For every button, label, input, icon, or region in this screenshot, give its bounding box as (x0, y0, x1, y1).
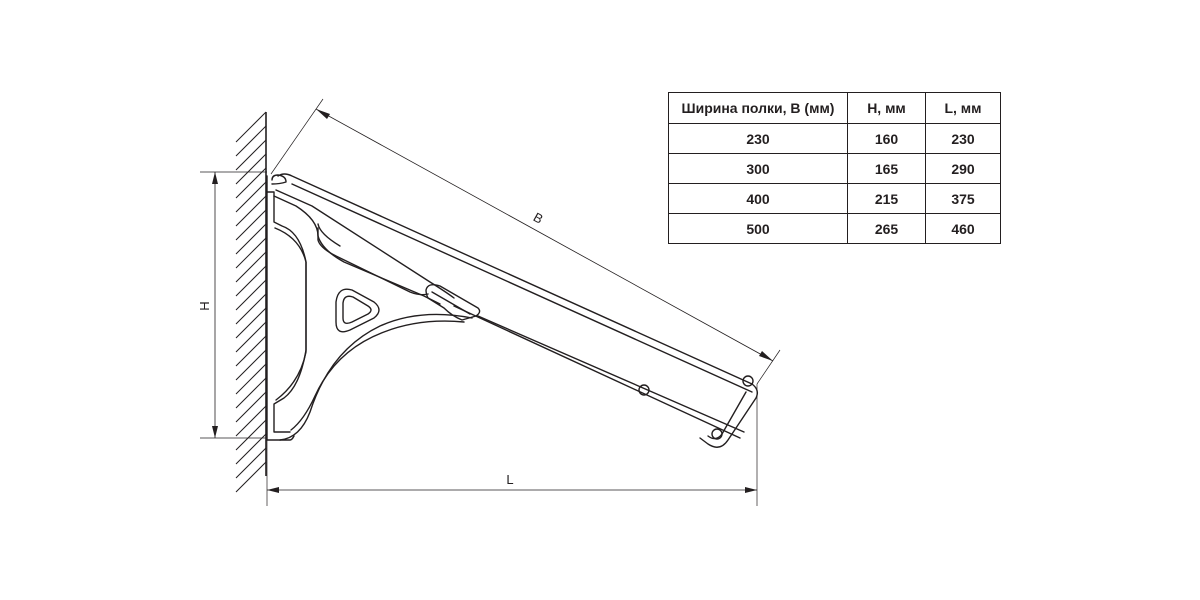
hatch-line (235, 139, 267, 171)
wall-hatching (235, 111, 267, 493)
table-row: 230 160 230 (668, 123, 1001, 154)
hatch-line (235, 405, 267, 437)
table-cell: 400 (668, 183, 848, 214)
header-length: L, мм (925, 92, 1001, 124)
table-cell: 290 (925, 153, 1001, 184)
hatch-line (235, 167, 267, 199)
hatch-line (235, 419, 267, 451)
hatch-line (235, 223, 267, 255)
hatch-line (235, 279, 267, 311)
table-cell: 230 (668, 123, 848, 154)
hatch-line (235, 153, 267, 185)
hatch-line (235, 237, 267, 269)
hatch-line (235, 307, 267, 339)
table-cell: 375 (925, 183, 1001, 214)
table-cell: 265 (847, 213, 926, 244)
table-header-row: Ширина полки, В (мм) Н, мм L, мм (668, 92, 1001, 124)
table-cell: 160 (847, 123, 926, 154)
table-row: 300 165 290 (668, 153, 1001, 184)
dimension-b-label: B (531, 209, 546, 226)
hatch-line (235, 195, 267, 227)
shelf-bracket (266, 173, 759, 448)
hatch-line (235, 335, 267, 367)
table-cell: 215 (847, 183, 926, 214)
hatch-line (235, 377, 267, 409)
hatch-line (235, 391, 267, 423)
hatch-line (235, 321, 267, 353)
hatch-line (235, 349, 267, 381)
table-row: 500 265 460 (668, 213, 1001, 244)
dimension-h-label: H (197, 301, 212, 310)
dimension-l: L (266, 384, 758, 506)
hatch-line (235, 125, 267, 157)
dimension-l-label: L (506, 472, 513, 487)
hatch-line (235, 181, 267, 213)
table-cell: 300 (668, 153, 848, 184)
hatch-line (235, 293, 267, 325)
wall (235, 111, 267, 493)
header-shelf-width: Ширина полки, В (мм) (668, 92, 848, 124)
hatch-line (235, 363, 267, 395)
hatch-line (235, 433, 267, 465)
table-cell: 165 (847, 153, 926, 184)
dimension-h: H (197, 171, 267, 439)
hatch-line (235, 447, 267, 479)
table-cell: 500 (668, 213, 848, 244)
table-cell: 460 (925, 213, 1001, 244)
hatch-line (235, 265, 267, 297)
hatch-line (235, 251, 267, 283)
dimensions-table: Ширина полки, В (мм) Н, мм L, мм 230 160… (668, 92, 1001, 244)
hatch-line (235, 461, 267, 493)
table-row: 400 215 375 (668, 183, 1001, 214)
hatch-line (235, 111, 267, 143)
header-height: Н, мм (847, 92, 926, 124)
table-cell: 230 (925, 123, 1001, 154)
hatch-line (235, 209, 267, 241)
